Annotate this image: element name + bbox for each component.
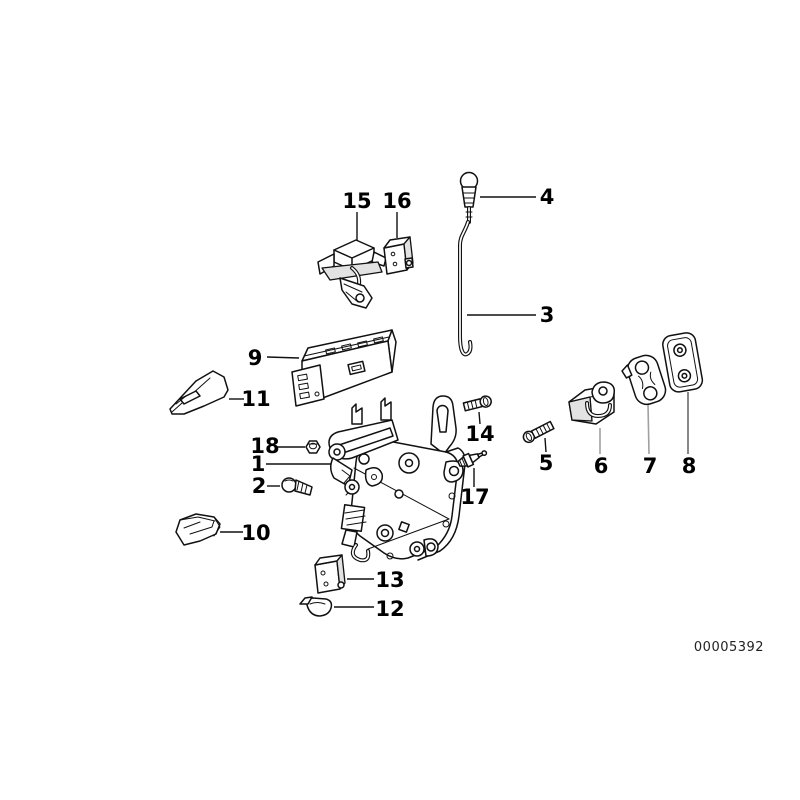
part-4-drawing (459, 171, 479, 224)
part-6-label: 6 (594, 454, 609, 478)
part-13-label: 13 (375, 568, 404, 592)
part-5-leader (544, 437, 547, 453)
part-5-drawing (522, 420, 555, 444)
part-labels: 1 2 3 4 5 6 7 8 9 10 11 12 13 14 15 16 1… (241, 185, 696, 621)
part-14-label: 14 (465, 422, 494, 446)
part-1-label: 1 (251, 452, 266, 476)
part-16-label: 16 (382, 189, 411, 213)
part-17-label: 17 (460, 485, 489, 509)
part-18-label: 18 (250, 434, 279, 458)
part-9-label: 9 (248, 346, 263, 370)
document-number: 00005392 (694, 640, 764, 655)
part-17-drawing (457, 450, 488, 468)
part-9-leader (266, 356, 300, 359)
part-10-label: 10 (241, 521, 270, 545)
part-2-label: 2 (252, 474, 267, 498)
part-18-drawing (305, 440, 321, 454)
part-13-drawing (314, 554, 346, 594)
part-12-drawing (299, 596, 333, 617)
part-9-drawing (291, 329, 397, 407)
part-15-label: 15 (342, 189, 371, 213)
part-11-label: 11 (241, 387, 270, 411)
part-7-leader (647, 403, 650, 455)
part-6-drawing (568, 381, 616, 425)
part-14-leader (478, 411, 481, 425)
part-12-label: 12 (375, 597, 404, 621)
part-8-label: 8 (682, 454, 697, 478)
part-7-label: 7 (643, 454, 658, 478)
part-16-drawing (383, 236, 414, 275)
part-8-drawing (662, 332, 704, 393)
part-2-drawing (281, 477, 313, 496)
part-4-label: 4 (540, 185, 555, 209)
part-5-label: 5 (539, 451, 554, 475)
leader-lines (220, 196, 689, 608)
part-7-drawing (621, 354, 667, 406)
part-10-drawing (175, 513, 221, 546)
part-3-label: 3 (540, 303, 555, 327)
part-3-drawing (458, 220, 473, 357)
part-11-drawing (169, 370, 229, 415)
part-15-drawing (317, 239, 387, 309)
part-14-drawing (462, 395, 492, 412)
part-1-drawing (328, 395, 466, 563)
